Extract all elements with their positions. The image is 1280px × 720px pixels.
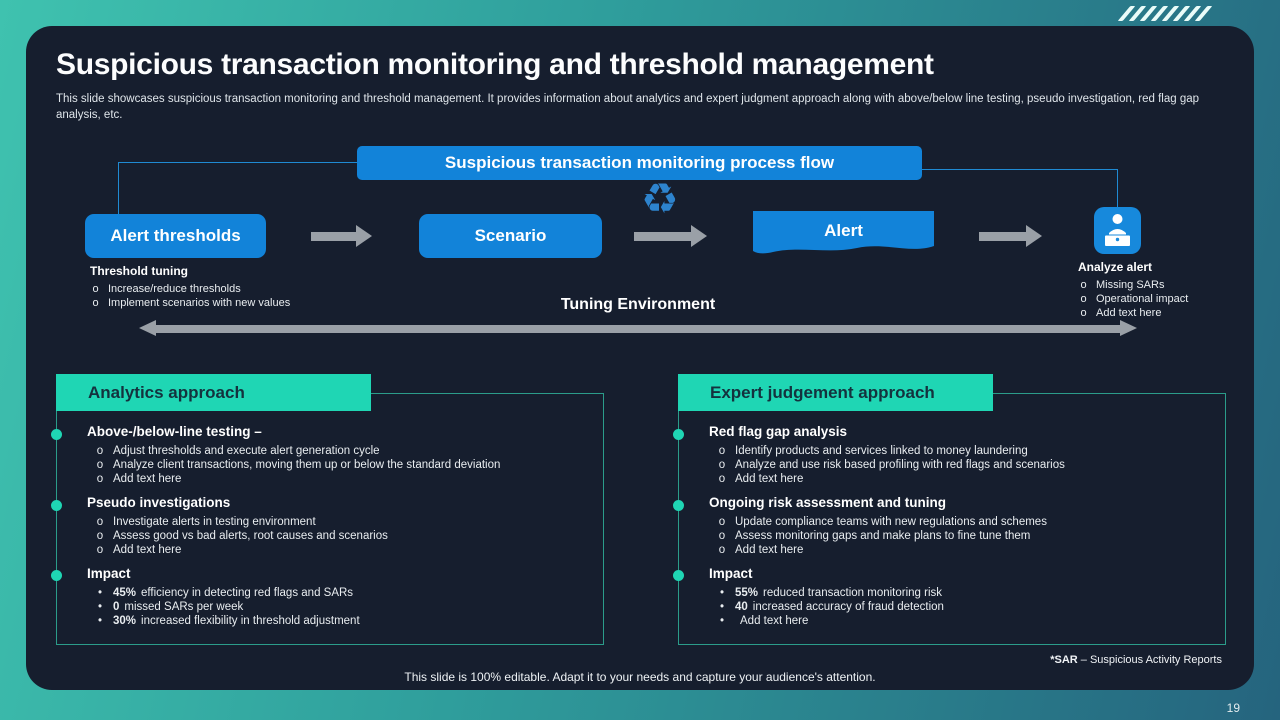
flow-arrow-icon [634, 225, 707, 247]
expert-judgement-approach-header: Expert judgement approach [678, 374, 993, 411]
connector-line [1117, 169, 1118, 208]
step-alert-thresholds: Alert thresholds [85, 214, 266, 258]
list-item: o Operational impact [1080, 293, 1189, 305]
recycle-icon: ♻ [641, 174, 679, 223]
slashes-icon [1117, 6, 1213, 21]
section-title: Pseudo investigations [87, 495, 231, 510]
list-item: o Missing SARs [1080, 279, 1165, 291]
sar-footnote: *SAR– Suspicious Activity Reports [1050, 654, 1222, 666]
connector-line [118, 162, 119, 215]
threshold-tuning-title: Threshold tuning [90, 264, 188, 278]
list-item: •55%reduced transaction monitoring risk [719, 587, 943, 599]
list-item: o Add text here [1080, 307, 1162, 319]
bullet-dot-icon [51, 570, 62, 581]
bullet-dot-icon [673, 570, 684, 581]
flow-arrow-icon [311, 225, 372, 247]
analyst-icon [1094, 207, 1141, 254]
editable-note: This slide is 100% editable. Adapt it to… [404, 670, 876, 684]
connector-line [921, 169, 1118, 170]
list-item: o Implement scenarios with new values [92, 297, 291, 309]
tuning-environment-label: Tuning Environment [560, 296, 716, 313]
connector-line [118, 162, 357, 163]
bullet-dot-icon [51, 500, 62, 511]
analytics-approach-header: Analytics approach [56, 374, 371, 411]
list-item: •45%efficiency in detecting red flags an… [97, 587, 354, 599]
step-scenario: Scenario [419, 214, 602, 258]
flow-arrow-icon [979, 225, 1042, 247]
threshold-tuning-note: Threshold tuning o Increase/reduce thres… [90, 264, 370, 310]
bullet-dot-icon [673, 429, 684, 440]
step-alert-label: Alert [824, 221, 863, 240]
slide-card [26, 26, 1254, 690]
section-title: Impact [87, 566, 131, 581]
tuning-environment-arrow-icon [139, 320, 1137, 337]
process-flow-banner: Suspicious transaction monitoring proces… [357, 146, 922, 180]
page-subtitle: This slide showcases suspicious transact… [56, 93, 1200, 121]
list-item: •Add text here [719, 615, 809, 627]
bullet-dot-icon [51, 429, 62, 440]
sar-footnote-text: – Suspicious Activity Reports [1080, 654, 1222, 666]
section-title: Red flag gap analysis [709, 424, 848, 439]
analyze-alert-note: Analyze alert o Missing SARs o Operation… [1078, 260, 1253, 320]
section-impact: Impact •45%efficiency in detecting red f… [87, 566, 595, 628]
section-title: Above-/below-line testing – [87, 424, 262, 439]
sar-footnote-label: *SAR [1050, 654, 1078, 666]
step-alert: Alert [753, 211, 934, 259]
page-title: Suspicious transaction monitoring and th… [56, 48, 934, 81]
page-number: 19 [1226, 701, 1240, 715]
list-item: •30%increased flexibility in threshold a… [97, 615, 360, 627]
analyze-alert-title: Analyze alert [1078, 260, 1153, 274]
bullet-dot-icon [673, 500, 684, 511]
section-title: Impact [709, 566, 753, 581]
section-impact: Impact •55%reduced transaction monitorin… [709, 566, 1217, 628]
list-item: o Increase/reduce thresholds [92, 283, 241, 295]
wave-shape [753, 211, 934, 254]
section-title: Ongoing risk assessment and tuning [709, 495, 947, 510]
